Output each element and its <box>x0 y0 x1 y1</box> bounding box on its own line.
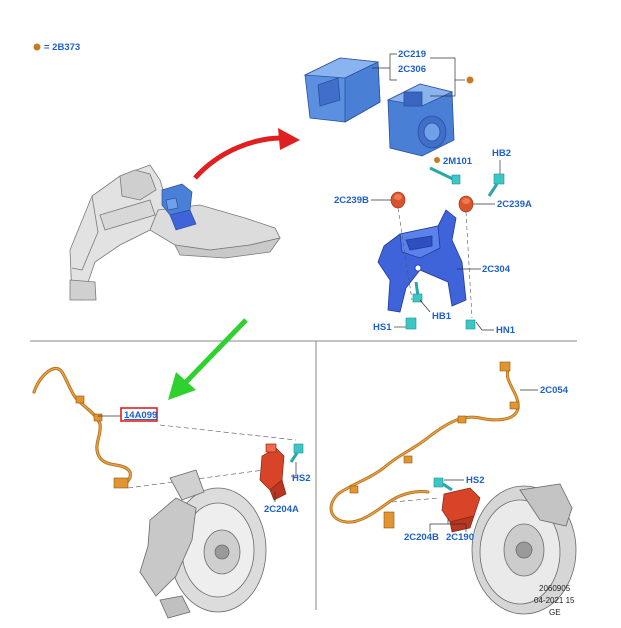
label-2c306: 2C306 <box>398 64 426 75</box>
red-arrow-shaft <box>193 135 283 180</box>
clip-2c054-d <box>349 485 359 494</box>
vehicle-front-structure <box>69 164 281 301</box>
harness-14a099 <box>32 366 132 486</box>
nut-hn1 <box>465 319 476 330</box>
label-hb1: HB1 <box>432 311 452 322</box>
clip-2c054-c <box>403 455 413 464</box>
centerline-left <box>397 207 413 301</box>
2b373-dot-2m101 <box>434 157 440 163</box>
grommet-2c239b <box>390 191 406 209</box>
clip-14a099-a <box>75 395 85 404</box>
label-hs2-rear: HS2 <box>466 475 484 486</box>
clip-2c054-b <box>457 415 467 424</box>
clip-2c054-a <box>509 401 520 410</box>
centerline-right <box>465 211 473 319</box>
bolt-hb1 <box>412 281 423 303</box>
callout-hb1 <box>419 299 431 313</box>
callout-hs2-front <box>291 462 297 477</box>
label-2c204a: 2C204A <box>264 504 299 515</box>
label-14a099: 14A099 <box>124 410 157 421</box>
connector-2c054 <box>383 511 395 529</box>
sensor-2c190 <box>441 487 481 533</box>
label-hn1: HN1 <box>496 325 516 336</box>
grommet-2c239a <box>458 195 474 213</box>
legend-text: = 2B373 <box>44 42 80 53</box>
harness-2c054-core <box>330 369 519 523</box>
bracket-2c304 <box>377 209 467 313</box>
bolt-2m101 <box>429 166 461 185</box>
clip-14a099-b <box>93 413 103 422</box>
callout-hn1 <box>475 321 494 331</box>
label-2c239a: 2C239A <box>497 199 532 210</box>
label-2c239b: 2C239B <box>334 195 369 206</box>
green-arrow-shaft <box>184 318 248 384</box>
abs-unit-on-vehicle <box>161 183 197 231</box>
red-arrow-head <box>278 128 300 150</box>
label-hs1: HS1 <box>373 322 392 333</box>
footer-ref-number: 2060905 <box>539 584 571 593</box>
sensor-2c204a <box>259 443 287 501</box>
label-2m101: 2M101 <box>443 156 473 167</box>
highlight-box-14a099 <box>120 407 158 422</box>
label-2c304: 2C304 <box>482 264 511 275</box>
rear-brake-disc <box>471 483 577 615</box>
2b373-dot-modules <box>466 76 474 84</box>
connector-14a099 <box>113 477 129 489</box>
footer-date: 04-2021 15 <box>534 596 575 605</box>
label-2c054: 2C054 <box>540 385 569 396</box>
assembly-line-front-b <box>159 424 297 441</box>
clip-2c054-top <box>499 361 511 372</box>
legend-dot <box>33 43 41 51</box>
harness-14a099-core <box>33 367 132 486</box>
screw-hs1 <box>405 317 417 330</box>
footer-region: GE <box>549 608 561 617</box>
callout-lines-modules <box>372 53 465 97</box>
label-2c219: 2C219 <box>398 49 426 60</box>
assembly-line-rear <box>391 497 441 503</box>
label-2c204b: 2C204B <box>404 532 439 543</box>
label-hb2: HB2 <box>492 148 511 159</box>
bolt-hb2 <box>487 173 505 197</box>
bolt-hs2-rear <box>433 477 453 492</box>
abs-module-assembly <box>303 57 455 157</box>
green-arrow-head <box>168 372 196 400</box>
bolt-hs2-front <box>289 443 304 463</box>
label-2c190: 2C190 <box>446 532 474 543</box>
front-brake-disc-knuckle <box>139 469 267 619</box>
label-hs2-front: HS2 <box>292 473 310 484</box>
